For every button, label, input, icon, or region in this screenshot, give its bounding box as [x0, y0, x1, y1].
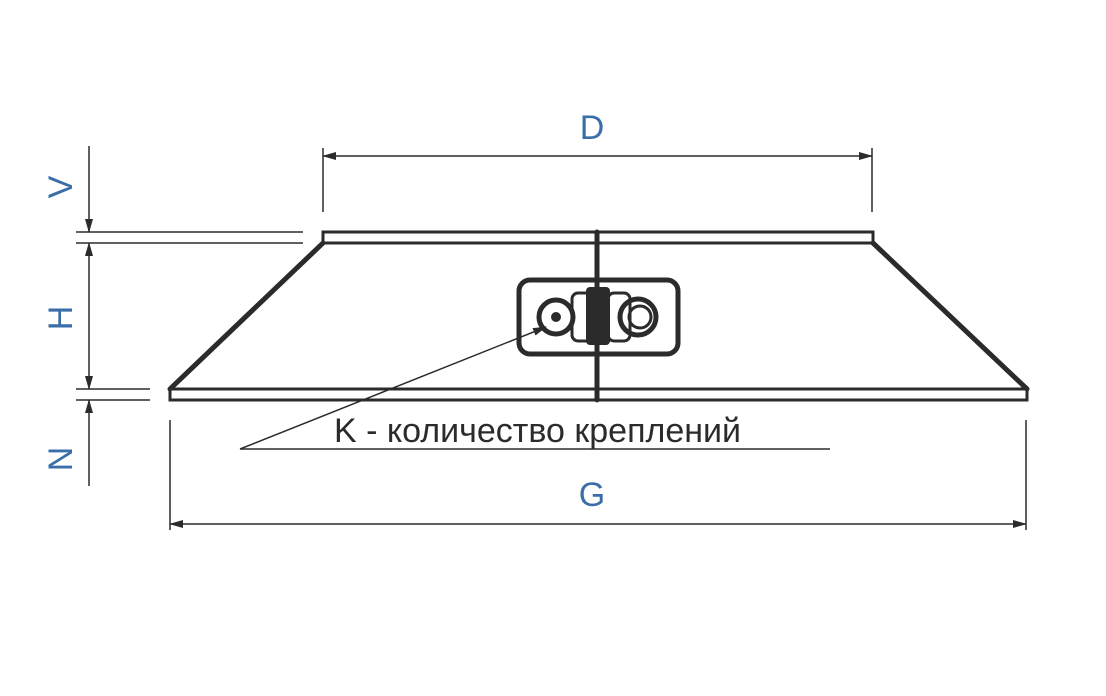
label-v: V — [42, 175, 80, 198]
right-slope — [870, 240, 1030, 392]
note-leader — [239, 326, 830, 450]
dimension-d — [322, 148, 873, 212]
nut-center — [586, 287, 610, 345]
vertical-dimensions — [76, 146, 303, 486]
fastener-note: K - количество креплений — [334, 412, 741, 450]
bolt-hole — [551, 312, 561, 322]
fastener-clamp — [516, 277, 681, 357]
label-d: D — [580, 109, 605, 147]
bolt-end-inner — [627, 304, 653, 330]
clamp-plate — [516, 277, 681, 357]
bolt-end-right — [617, 296, 659, 338]
label-g: G — [579, 476, 605, 514]
leader-line-1 — [239, 326, 547, 450]
label-n: N — [42, 447, 80, 472]
label-h: H — [42, 306, 80, 331]
left-slope — [167, 240, 326, 392]
dimension-g — [169, 420, 1027, 530]
